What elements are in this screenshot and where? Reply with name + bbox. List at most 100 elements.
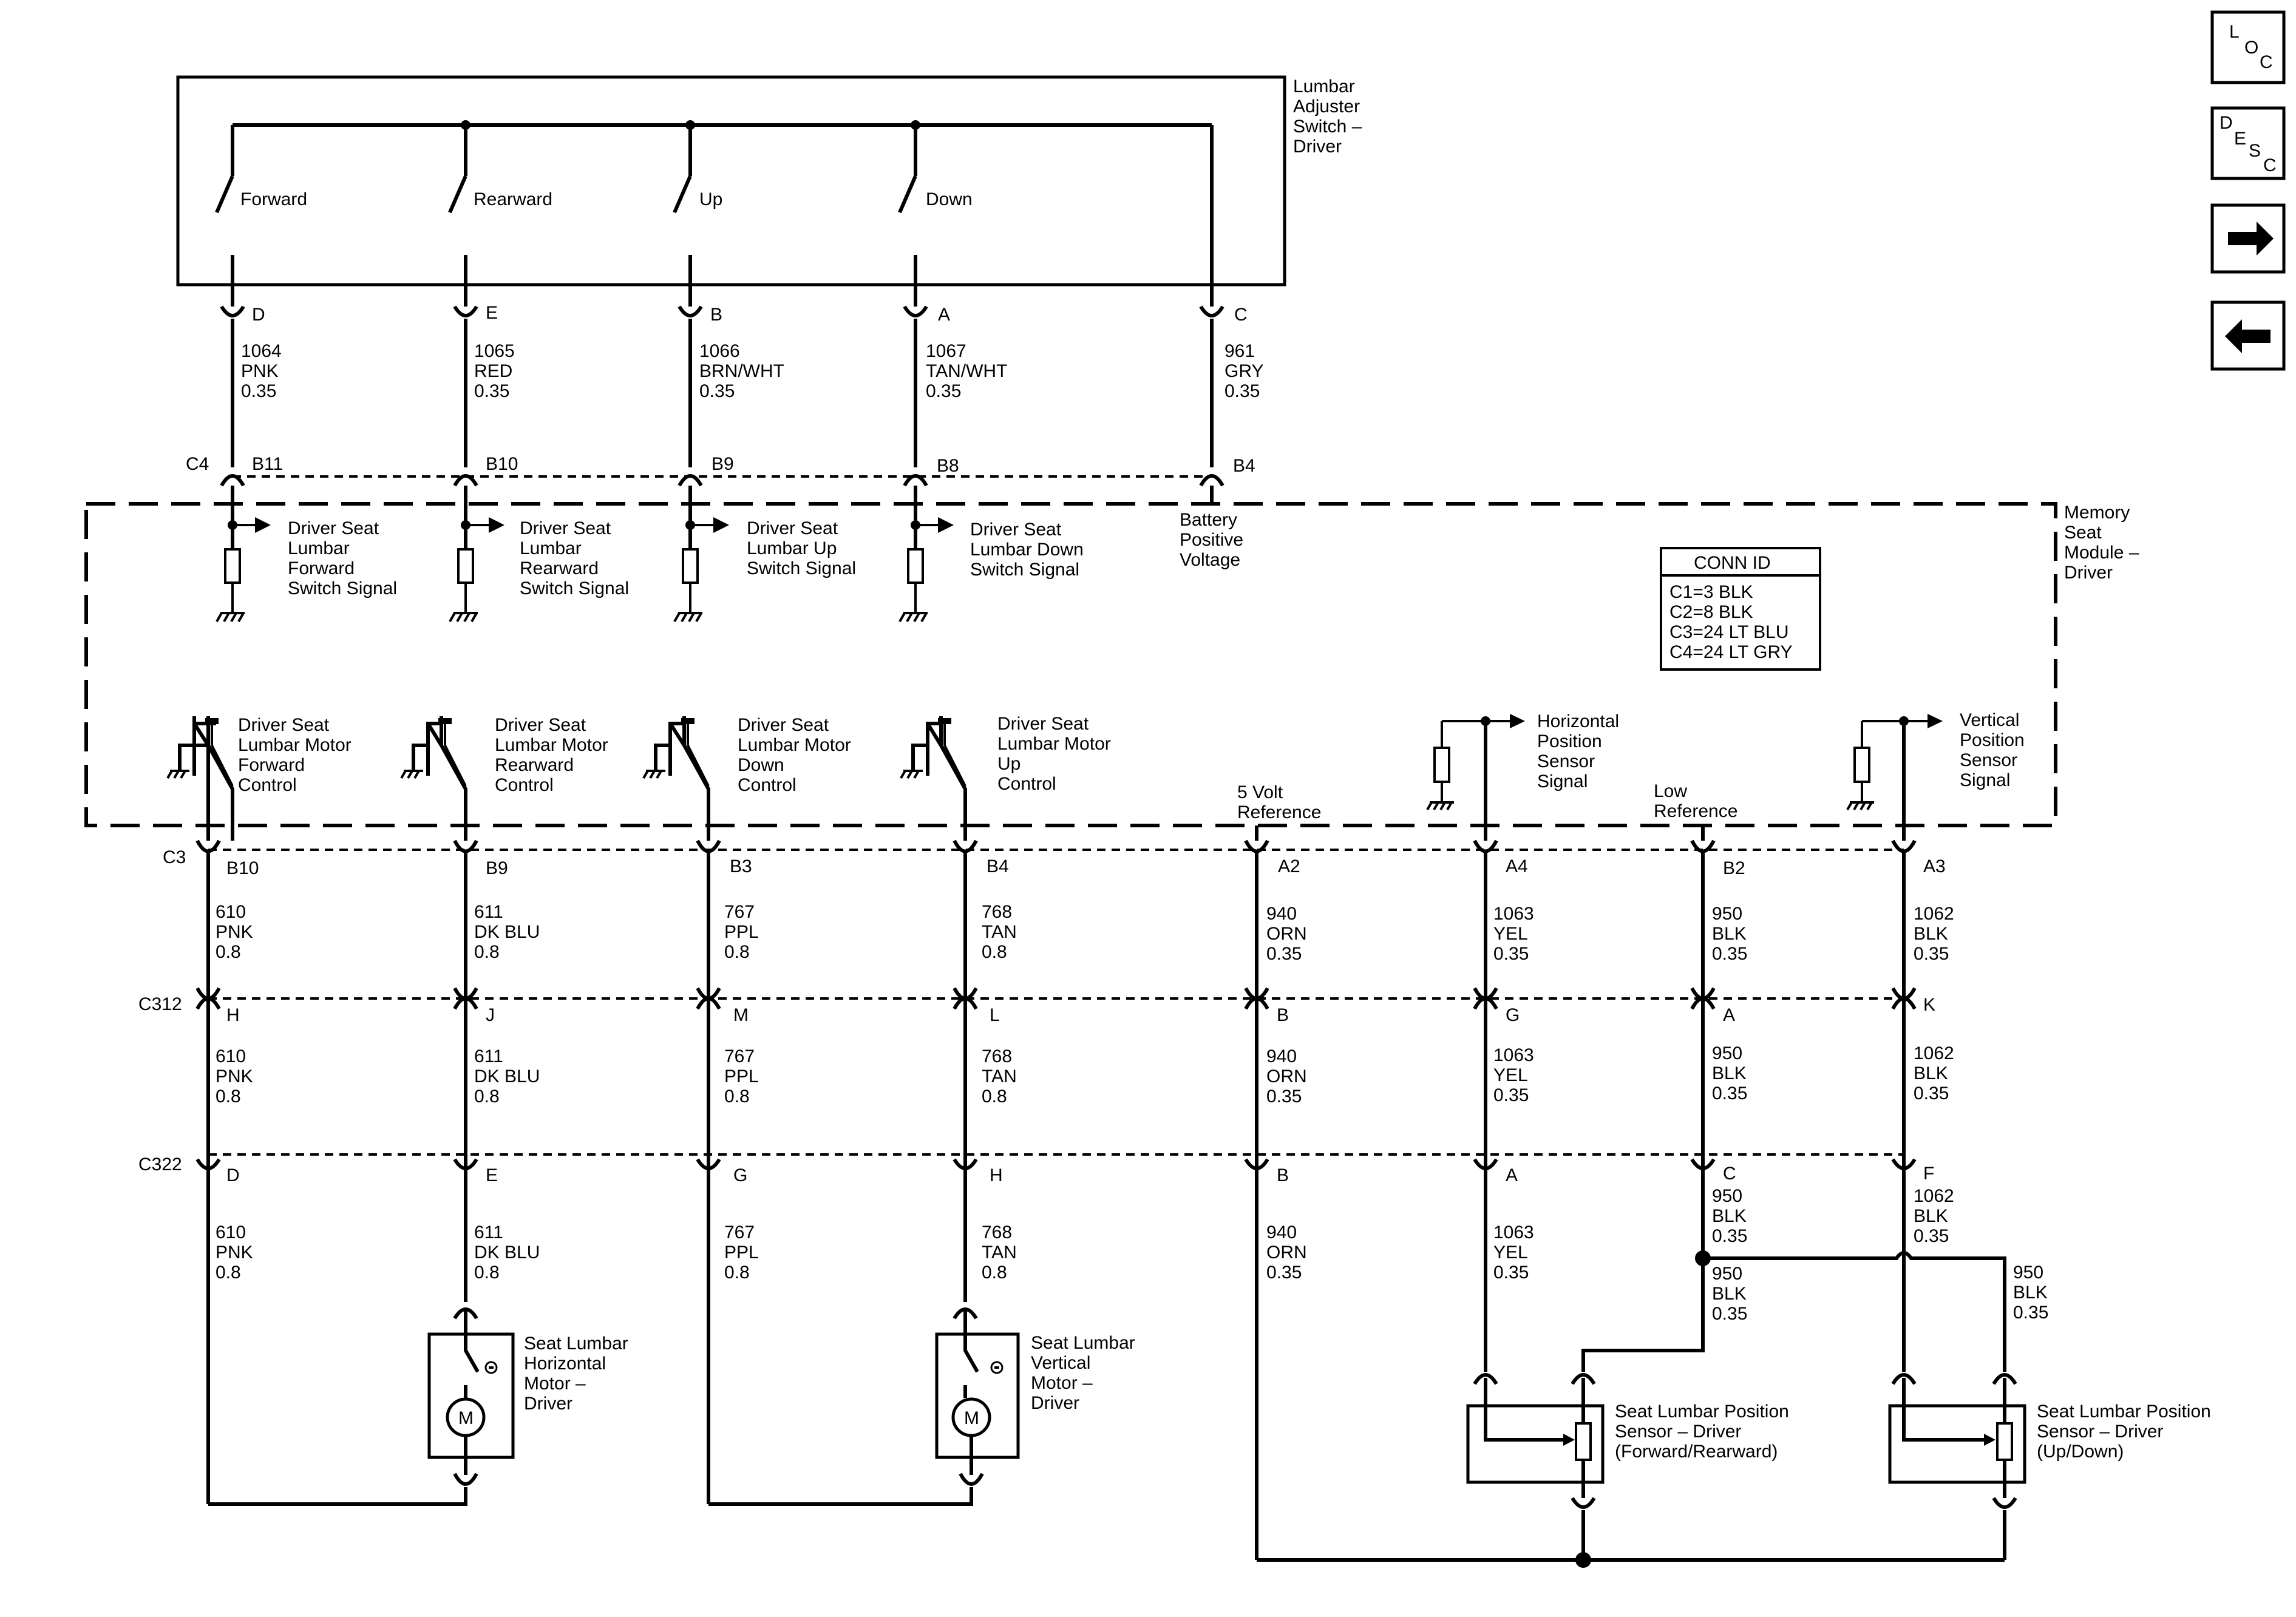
c312-label: C312 <box>138 994 182 1014</box>
right-arrow-icon <box>2228 222 2274 256</box>
wire-label-1066: 1066 BRN/WHT 0.35 <box>699 341 789 401</box>
switch-rearward: Rearward <box>448 125 552 307</box>
svg-text:C: C <box>1723 1164 1736 1184</box>
svg-text:B: B <box>1277 1005 1289 1025</box>
svg-text:Up: Up <box>699 189 722 209</box>
switch-box-outline <box>176 75 1286 286</box>
svg-text:CONN ID: CONN ID <box>1694 553 1771 573</box>
left-arrow-icon <box>2225 319 2271 353</box>
svg-text:K: K <box>1923 995 1935 1015</box>
module-title: Memory Seat Module – Driver <box>2064 503 2144 583</box>
wire-label-1064: 1064 PNK 0.35 <box>241 341 287 401</box>
wire-label-961: 961 GRY 0.35 <box>1224 341 1268 401</box>
sensor-reference-circuits: 5 Volt Reference Low Reference Horizonta… <box>1237 710 2029 841</box>
lower-wire-lines <box>206 853 1906 1560</box>
desc-button[interactable]: D E S C <box>2210 106 2286 180</box>
upper-harness: D E B A C 1064 PNK 0.35 1065 RED 0.35 10… <box>186 303 1268 487</box>
conn-id-table: CONN ID C1=3 BLK C2=8 BLK C3=24 LT BLU C… <box>1660 547 1821 671</box>
svg-text:C2=8 BLK: C2=8 BLK <box>1669 602 1753 622</box>
c4-label: C4 <box>186 454 209 474</box>
svg-text:C3=24 LT BLU: C3=24 LT BLU <box>1669 622 1789 642</box>
svg-text:H: H <box>226 1005 240 1025</box>
connector-c322: C322 D E G H B A C F <box>138 1153 1934 1185</box>
c322-label: C322 <box>138 1154 182 1175</box>
svg-text:C4=24 LT GRY: C4=24 LT GRY <box>1669 642 1793 662</box>
svg-text:B9: B9 <box>712 454 734 474</box>
signal-arrow-icon <box>1510 714 1525 728</box>
vertical-position-signal-label: Vertical Position Sensor Signal <box>1960 710 2029 790</box>
switch-signal-inputs: Driver Seat Lumbar Forward Switch Signal… <box>216 486 1248 622</box>
connector-c312: C312 H J M L B G A K <box>138 987 1935 1025</box>
next-page-button[interactable] <box>2210 203 2286 274</box>
previous-page-button[interactable] <box>2210 300 2286 371</box>
ground-icon <box>1846 782 1874 811</box>
svg-text:B10: B10 <box>226 858 259 878</box>
svg-text:A2: A2 <box>1278 856 1300 876</box>
svg-text:E: E <box>2234 129 2246 149</box>
up-switch-signal-label: Driver Seat Lumbar Up Switch Signal <box>747 518 856 578</box>
battery-voltage-label: Battery Positive Voltage <box>1180 510 1248 570</box>
svg-text:M: M <box>733 1005 749 1025</box>
five-volt-reference-label: 5 Volt Reference <box>1237 782 1321 822</box>
up-motor-control-label: Driver Seat Lumbar Motor Up Control <box>997 714 1116 794</box>
horizontal-motor-label: Seat Lumbar Horizontal Motor – Driver <box>524 1334 633 1414</box>
seat-lumbar-horizontal-motor: M Seat Lumbar Horizontal Motor – Driver <box>208 1307 633 1506</box>
svg-text:A4: A4 <box>1506 856 1528 876</box>
up-down-sensor-label: Seat Lumbar Position Sensor – Driver (Up… <box>2037 1402 2216 1462</box>
svg-text:B4: B4 <box>987 856 1009 876</box>
module-outline <box>84 502 2057 827</box>
svg-text:L: L <box>990 1005 1000 1025</box>
five-volt-reference-bus <box>1257 1552 2005 1568</box>
resistor-icon <box>1996 1422 2013 1461</box>
signal-arrow-icon <box>1927 714 1943 728</box>
down-motor-control-label: Driver Seat Lumbar Motor Down Control <box>738 715 856 795</box>
svg-text:Forward: Forward <box>240 189 307 209</box>
rearward-switch-signal-label: Driver Seat Lumbar Rearward Switch Signa… <box>520 518 629 598</box>
svg-text:D: D <box>226 1165 240 1185</box>
svg-text:B: B <box>1277 1165 1289 1185</box>
svg-text:M: M <box>964 1408 979 1428</box>
connector-c4: C4 B11 B10 B9 B8 B4 <box>186 454 1255 487</box>
svg-text:B2: B2 <box>1723 858 1745 878</box>
upper-pin-label: C <box>1234 305 1248 325</box>
upper-connector-pins <box>220 305 1224 317</box>
svg-text:B9: B9 <box>486 858 508 878</box>
upper-pin-label: A <box>938 305 950 325</box>
upper-pin-label: D <box>252 305 265 325</box>
c3-label: C3 <box>163 847 186 867</box>
wire-label-1065: 1065 RED 0.35 <box>474 341 520 401</box>
forward-motor-control-label: Driver Seat Lumbar Motor Forward Control <box>238 715 356 795</box>
down-switch-signal-label: Driver Seat Lumbar Down Switch Signal <box>970 520 1089 580</box>
svg-text:M: M <box>458 1408 474 1428</box>
svg-text:L: L <box>2229 22 2240 42</box>
vertical-motor-label: Seat Lumbar Vertical Motor – Driver <box>1031 1333 1140 1413</box>
svg-text:B4: B4 <box>1233 456 1255 476</box>
svg-text:C: C <box>2260 52 2273 72</box>
svg-text:F: F <box>1923 1164 1934 1184</box>
svg-text:E: E <box>486 1165 498 1185</box>
loc-button[interactable]: L O C <box>2210 10 2286 84</box>
position-sensor-up-down: Seat Lumbar Position Sensor – Driver (Up… <box>1888 1373 2216 1560</box>
upper-wire-lines <box>231 319 1214 467</box>
